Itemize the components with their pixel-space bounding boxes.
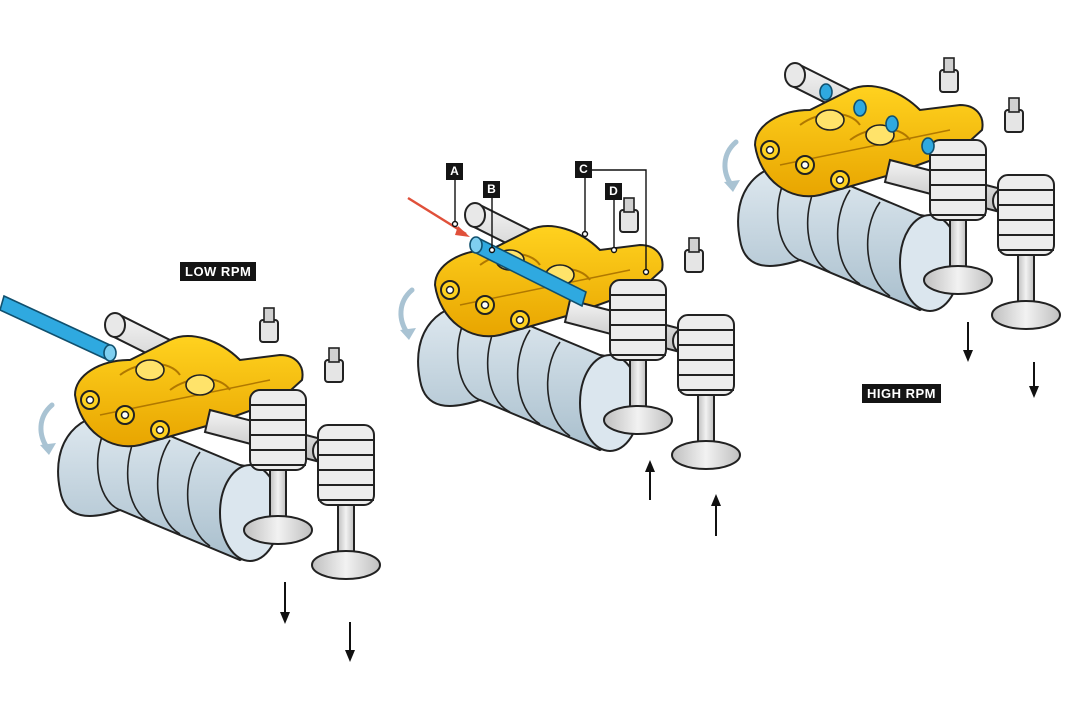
callout-d: D — [605, 183, 622, 200]
callout-leaders — [451, 169, 650, 276]
mid-valve-arrows — [645, 460, 721, 536]
callout-c: C — [575, 161, 592, 178]
mid-assembly — [417, 197, 741, 470]
high-rpm-label: HIGH RPM — [862, 384, 941, 403]
mid-rotation-arrow-icon — [400, 290, 416, 340]
low-rpm-rotation-arrow-icon — [40, 405, 56, 455]
callout-a: A — [446, 163, 463, 180]
mid-locking-pin — [469, 236, 587, 308]
high-rpm-valve-arrows — [963, 322, 1039, 398]
callout-b: B — [483, 181, 500, 198]
down-arrow-icon — [345, 622, 355, 662]
high-rpm-locking-pins — [819, 83, 935, 155]
down-arrow-icon — [963, 322, 973, 362]
low-rpm-locking-pin — [0, 294, 117, 362]
down-arrow-icon — [1029, 362, 1039, 398]
high-rpm-rotation-arrow-icon — [724, 142, 740, 192]
up-arrow-icon — [645, 460, 655, 500]
up-arrow-icon — [711, 494, 721, 536]
high-rpm-assembly — [737, 57, 1061, 330]
down-arrow-icon — [280, 582, 290, 624]
low-rpm-valve-arrows — [280, 582, 355, 662]
low-rpm-label: LOW RPM — [180, 262, 257, 281]
oil-pressure-arrow-icon — [407, 196, 470, 237]
